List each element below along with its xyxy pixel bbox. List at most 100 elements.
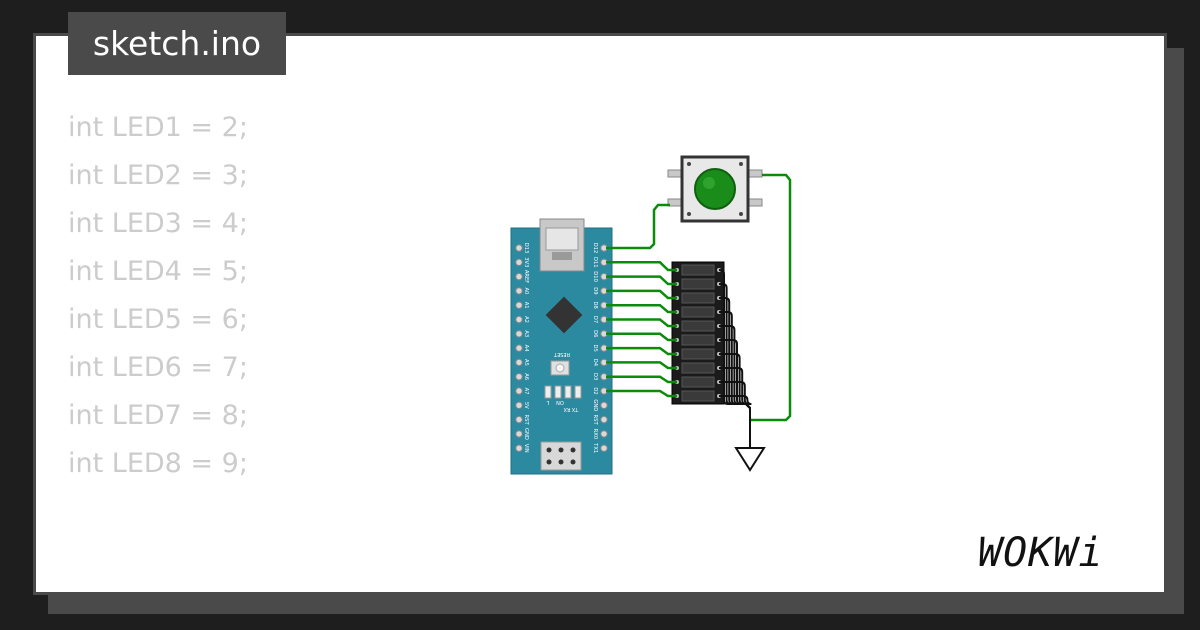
pin-d13[interactable]: [515, 244, 523, 252]
led-segment: [681, 320, 715, 332]
pin-label: A3: [523, 330, 529, 337]
pin-label: D12: [592, 243, 598, 254]
pin-label: RX0: [592, 429, 598, 439]
pin-gnd[interactable]: [515, 430, 523, 438]
pushbutton-cap[interactable]: [694, 168, 736, 210]
pin-a0[interactable]: [515, 287, 523, 295]
pin-label: D7: [592, 316, 598, 323]
signal-wire: [606, 289, 677, 300]
pin-label: A0: [523, 287, 529, 294]
reset-button[interactable]: [550, 360, 570, 376]
pin-aref[interactable]: [515, 272, 523, 281]
ground-icon: [734, 424, 766, 472]
status-leds: [544, 385, 582, 399]
pin-label: GND: [523, 428, 529, 440]
signal-wire: [606, 332, 677, 342]
pin-label: 5V: [523, 402, 529, 409]
signal-wire: [606, 346, 677, 356]
signal-wire: [606, 318, 677, 328]
pin-gnd[interactable]: [600, 401, 608, 409]
led-label-on: ON: [556, 399, 564, 405]
microcontroller-chip-icon: [545, 296, 583, 334]
pin-5v[interactable]: [515, 401, 523, 409]
wokwi-logo[interactable]: WOKWi: [976, 526, 1152, 576]
pin-label: D4: [592, 359, 598, 367]
pin-rst[interactable]: [515, 415, 523, 424]
led-label-l: L: [546, 399, 549, 405]
code-line: int LED1 = 2;: [68, 112, 248, 143]
pin-label: D3: [592, 373, 598, 380]
pin-label: TX1: [592, 442, 598, 453]
pin-rst[interactable]: [600, 415, 608, 424]
signal-wire: [606, 261, 677, 272]
filename-tab[interactable]: sketch.ino: [68, 12, 286, 75]
code-preview: int LED1 = 2; int LED2 = 3; int LED3 = 4…: [68, 104, 248, 488]
led-bar-graph[interactable]: [671, 261, 725, 405]
led-segment: [681, 264, 715, 276]
reset-label: RESET: [553, 351, 570, 357]
pin-label: A2: [523, 316, 529, 323]
pin-label: D11: [592, 257, 598, 268]
pin-label: D10: [592, 271, 598, 282]
led-segment: [681, 390, 715, 402]
pushbutton[interactable]: [667, 155, 763, 223]
pin-label: A6: [523, 373, 529, 380]
code-line: int LED8 = 9;: [68, 448, 248, 479]
signal-wire: [606, 361, 677, 370]
pin-a1[interactable]: [515, 301, 523, 309]
pin-label: A1: [523, 302, 529, 309]
pin-rx0[interactable]: [600, 430, 608, 438]
wires: [606, 173, 792, 422]
code-line: int LED5 = 6;: [68, 304, 248, 335]
pin-label: AREF: [523, 270, 529, 283]
pin-a2[interactable]: [515, 315, 523, 324]
usb-connector-icon: [539, 218, 585, 272]
pin-tx1[interactable]: [600, 444, 608, 452]
pin-label: VIN: [523, 444, 529, 453]
pin-3v3[interactable]: [515, 258, 523, 266]
wire-button-gnd: [750, 173, 792, 422]
pin-label: D2: [592, 387, 598, 394]
led-segment: [681, 278, 715, 290]
pin-vin[interactable]: [515, 444, 523, 452]
cathode-wire: [719, 395, 752, 424]
wokwi-logo-text: WOKWi: [978, 530, 1103, 576]
pin-a3[interactable]: [515, 330, 523, 338]
pin-a5[interactable]: [515, 358, 523, 367]
pin-label: A5: [523, 359, 529, 366]
pin-a7[interactable]: [515, 387, 523, 395]
pin-label: A4: [523, 345, 529, 353]
led-label-tx: TX: [571, 406, 579, 412]
led-segment: [681, 376, 715, 388]
pin-label: D8: [592, 302, 598, 309]
signal-wire: [606, 303, 677, 314]
pin-label: D6: [592, 330, 598, 337]
pin-a6[interactable]: [515, 373, 523, 381]
pin-label: D9: [592, 287, 598, 294]
pin-label: 3V3: [523, 257, 529, 267]
pin-a4[interactable]: [515, 344, 523, 352]
led-segment: [681, 348, 715, 360]
pin-label: RST: [592, 415, 598, 426]
signal-wire: [606, 375, 677, 384]
signal-wire: [606, 389, 677, 398]
code-line: int LED7 = 8;: [68, 400, 248, 431]
led-label-rx: RX: [563, 406, 570, 412]
code-line: int LED2 = 3;: [68, 160, 248, 191]
icsp-header: [540, 441, 582, 471]
signal-wire: [606, 275, 677, 286]
wire-d12-button: [606, 203, 670, 250]
led-segment: [681, 362, 715, 374]
code-line: int LED4 = 5;: [68, 256, 248, 287]
led-segment: [681, 306, 715, 318]
pin-label: D13: [523, 243, 529, 254]
pin-label: A7: [523, 388, 529, 395]
code-line: int LED6 = 7;: [68, 352, 248, 383]
pin-label: RST: [523, 415, 529, 426]
led-segment: [681, 334, 715, 346]
led-segment: [681, 292, 715, 304]
